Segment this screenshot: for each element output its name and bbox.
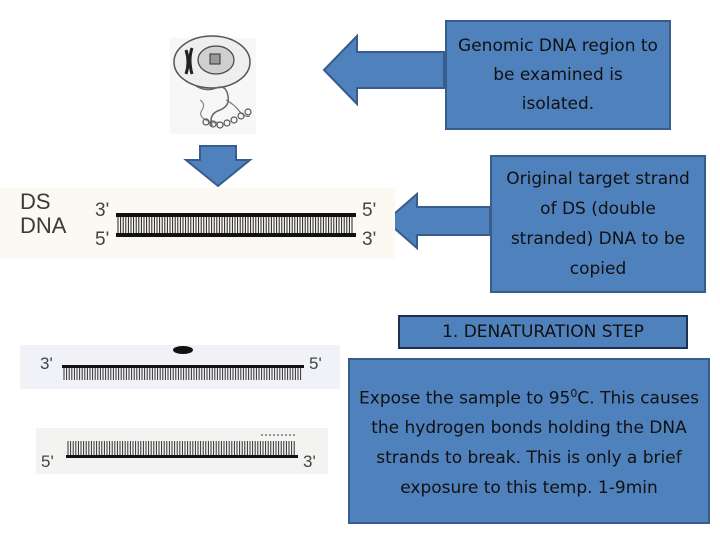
upper-single-strand: [62, 365, 304, 380]
ds-dna-label-line1: DS: [20, 189, 51, 214]
target-strand-callout: Original target strand of DS (double str…: [490, 155, 706, 293]
left-arrow-icon: [384, 191, 491, 251]
ds-dna-label-line2: DNA: [20, 213, 67, 238]
isolation-callout-text: Genomic DNA region to be examined is iso…: [458, 35, 658, 114]
left-arrow-icon: [322, 33, 445, 107]
lower-strand-left-end: 5': [41, 452, 54, 471]
ds-dna-label: DS DNA: [20, 190, 66, 238]
dotted-mark: [265, 434, 267, 436]
strand-separation-marker: [173, 346, 193, 354]
dotted-mark: [293, 434, 295, 436]
dotted-mark: [285, 434, 287, 436]
denaturation-step-title: 1. DENATURATION STEP: [398, 315, 688, 349]
lower-strand-right-end: 3': [303, 452, 316, 471]
denaturation-description-text: Expose the sample to 950C. This causes t…: [356, 379, 702, 504]
cell-nucleus-chromosome-icon: [170, 35, 256, 134]
ds-bottom-right-end: 3': [362, 229, 377, 250]
dotted-mark: [273, 434, 275, 436]
isolation-callout: Genomic DNA region to be examined is iso…: [445, 20, 671, 130]
description-part1: Expose the sample to 95: [359, 388, 571, 409]
ds-top-right-end: 5': [362, 200, 377, 221]
dotted-mark: [261, 434, 263, 436]
down-arrow-icon: [183, 145, 253, 188]
target-strand-callout-text: Original target strand of DS (double str…: [506, 169, 690, 279]
denaturation-step-title-text: 1. DENATURATION STEP: [442, 322, 644, 342]
denaturation-description-callout: Expose the sample to 950C. This causes t…: [348, 358, 710, 524]
dotted-mark: [289, 434, 291, 436]
description-part2: C. This causes the hydrogen bonds holdin…: [371, 388, 699, 499]
ds-top-left-end: 3': [95, 200, 110, 221]
dotted-mark: [277, 434, 279, 436]
upper-strand-right-end: 5': [309, 354, 322, 373]
dotted-mark: [269, 434, 271, 436]
upper-strand-left-end: 3': [40, 354, 53, 373]
dotted-mark: [281, 434, 283, 436]
ds-dna-strands: [116, 213, 356, 237]
degree-superscript: 0: [570, 386, 578, 400]
ds-bottom-left-end: 5': [95, 229, 110, 250]
lower-single-strand: [66, 434, 298, 458]
